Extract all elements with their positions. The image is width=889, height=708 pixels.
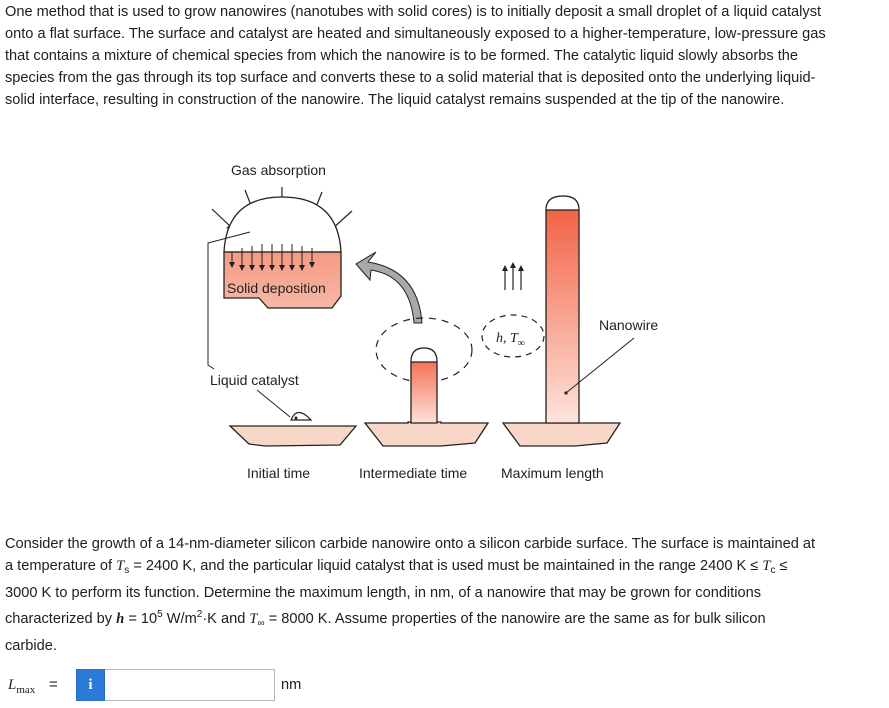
liquid-catalyst-label: Liquid catalyst	[210, 372, 299, 388]
convection-arrows	[502, 262, 524, 290]
catalyst-temperature-subscript: c	[770, 565, 776, 576]
surface-temperature-symbol: T	[116, 558, 125, 574]
problem-question: Consider the growth of a 14-nm-diameter …	[5, 533, 884, 657]
maximum-length-label: Maximum length	[501, 465, 604, 481]
question-text: a temperature of	[5, 558, 117, 574]
lmax-symbol: L	[8, 677, 17, 693]
intermediate-time-label: Intermediate time	[359, 465, 467, 481]
info-icon[interactable]: i	[76, 669, 105, 701]
maximum-length-stage	[501, 195, 622, 447]
question-text: = 10	[124, 611, 158, 627]
initial-stage	[228, 411, 358, 447]
convection-zone	[481, 314, 545, 358]
unit-exponent: 2	[196, 609, 203, 620]
catalyst-temperature-symbol: T	[762, 558, 771, 574]
question-line: Consider the growth of a 14-nm-diameter …	[5, 536, 816, 552]
question-text: characterized by	[5, 611, 117, 627]
question-text: ≤	[775, 558, 788, 574]
lmax-answer-input[interactable]	[105, 669, 275, 701]
equals-sign: =	[49, 676, 58, 693]
question-line: 3000 K to perform its function. Determin…	[5, 585, 762, 601]
catalyst-droplet-magnified	[223, 196, 342, 309]
nanowire-pointer	[565, 337, 635, 394]
t-infinity-subscript: ∞	[257, 618, 265, 629]
intro-line: One method that is used to grow nanowire…	[5, 4, 822, 20]
unit-label: nm	[281, 677, 302, 693]
h-symbol: h	[116, 611, 125, 627]
intro-line: solid interface, resulting in constructi…	[5, 92, 785, 108]
lmax-label: Lmax	[8, 677, 35, 696]
initial-time-label: Initial time	[247, 465, 310, 481]
question-line: carbide.	[5, 638, 57, 654]
nanowire-label: Nanowire	[599, 317, 658, 333]
intro-line: species from the gas through its top sur…	[5, 70, 816, 86]
h-exponent: 5	[157, 609, 163, 620]
question-text: = 2400 K, and the particular liquid cata…	[129, 558, 763, 574]
intro-line: onto a flat surface. The surface and cat…	[5, 26, 826, 42]
surface-temperature-subscript: s	[124, 565, 130, 576]
answer-row: Lmax = i nm	[5, 668, 405, 702]
question-text: W/m	[162, 611, 197, 627]
problem-intro: One method that is used to grow nanowire…	[5, 1, 884, 111]
gas-absorption-arrows	[211, 187, 353, 232]
lmax-subscript: max	[16, 684, 36, 696]
liquid-catalyst-pointer	[256, 389, 291, 418]
question-text: ·K and	[202, 611, 250, 627]
t-infinity-symbol: T	[249, 611, 258, 627]
question-text: = 8000 K. Assume properties of the nanow…	[264, 611, 766, 627]
gas-absorption-label: Gas absorption	[231, 162, 326, 178]
solid-deposition-label: Solid deposition	[227, 280, 326, 296]
intro-line: that contains a mixture of chemical spec…	[5, 48, 799, 64]
h-t-infinity-label: h, T∞	[496, 331, 525, 349]
intermediate-stage	[363, 317, 490, 447]
catalyst-leader-line	[207, 231, 251, 370]
magnify-arrow	[355, 251, 423, 324]
